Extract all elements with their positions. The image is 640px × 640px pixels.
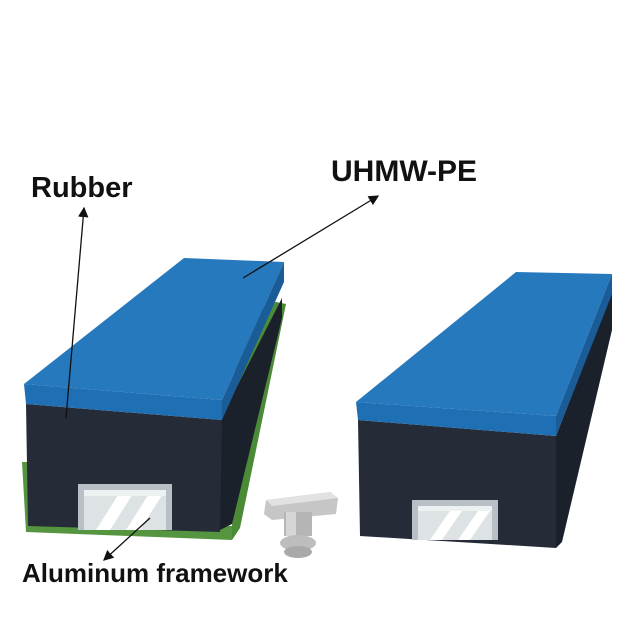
right-fender bbox=[356, 272, 612, 548]
left-rubber-side bbox=[220, 298, 282, 530]
right-rubber-front bbox=[358, 420, 556, 548]
left-uhmw-front bbox=[24, 384, 222, 420]
aluminum-framework-label: Aluminum framework bbox=[22, 558, 288, 588]
rubber-label: Rubber bbox=[31, 172, 133, 204]
left-uhmw-side bbox=[222, 262, 284, 420]
right-uhmw-top bbox=[356, 272, 612, 416]
right-rubber-side bbox=[556, 292, 612, 548]
left-rubber-front bbox=[26, 404, 222, 532]
left-aluminum-framework bbox=[78, 484, 172, 530]
left-fender bbox=[22, 258, 286, 540]
aluminum-arrow bbox=[103, 517, 151, 561]
right-aluminum-framework bbox=[412, 500, 498, 540]
left-uhmw-top bbox=[24, 258, 284, 400]
rubber-arrow bbox=[65, 206, 89, 419]
uhmw-pe-label: UHMW-PE bbox=[331, 155, 478, 188]
right-uhmw-side bbox=[556, 274, 612, 436]
t-bolt bbox=[264, 492, 338, 558]
right-uhmw-front bbox=[356, 402, 556, 436]
uhmw-arrow bbox=[242, 195, 380, 279]
